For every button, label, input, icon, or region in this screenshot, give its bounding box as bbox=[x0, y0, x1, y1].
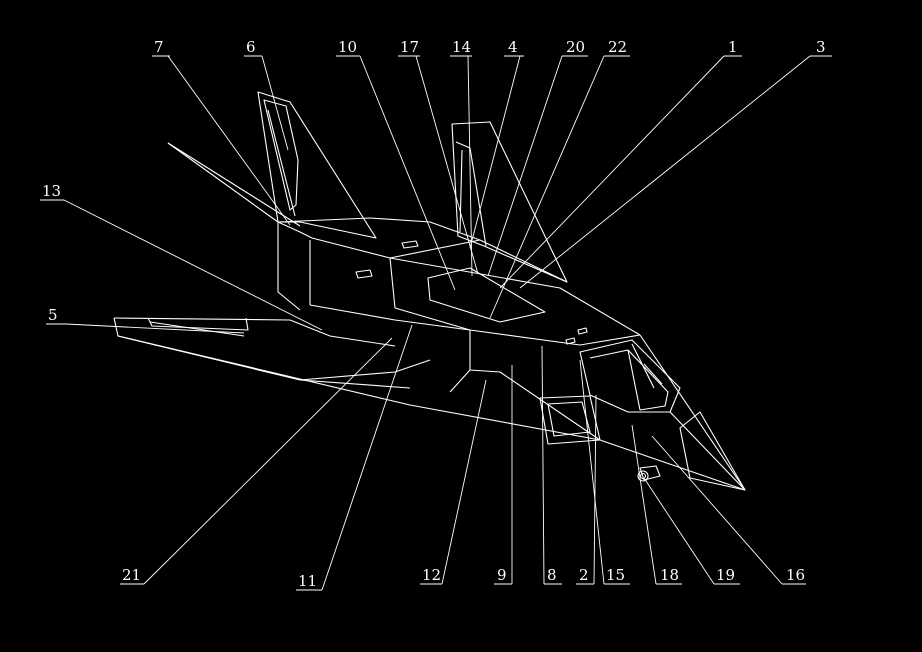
callout-7: 7 bbox=[154, 38, 164, 56]
callout-10: 10 bbox=[338, 38, 357, 56]
callout-14: 14 bbox=[452, 38, 471, 56]
callout-12: 12 bbox=[422, 566, 441, 584]
callout-11: 11 bbox=[298, 572, 317, 590]
callout-3: 3 bbox=[816, 38, 826, 56]
callout-21: 21 bbox=[122, 566, 141, 584]
callout-8: 8 bbox=[547, 566, 557, 584]
aircraft-outline bbox=[113, 91, 746, 491]
callout-20: 20 bbox=[566, 38, 585, 56]
callout-22: 22 bbox=[608, 38, 627, 56]
leader-lines bbox=[40, 55, 832, 591]
callout-5: 5 bbox=[48, 306, 58, 324]
callout-15: 15 bbox=[606, 566, 625, 584]
callout-labels: 7 6 10 17 14 4 20 22 1 3 13 5 21 11 12 9… bbox=[42, 38, 826, 590]
callout-16: 16 bbox=[786, 566, 805, 584]
callout-6: 6 bbox=[246, 38, 256, 56]
callout-1: 1 bbox=[728, 38, 738, 56]
callout-9: 9 bbox=[497, 566, 507, 584]
callout-2: 2 bbox=[579, 566, 589, 584]
callout-17: 17 bbox=[400, 38, 419, 56]
callout-4: 4 bbox=[508, 38, 518, 56]
callout-13: 13 bbox=[42, 182, 61, 200]
callout-19: 19 bbox=[716, 566, 735, 584]
callout-18: 18 bbox=[660, 566, 679, 584]
